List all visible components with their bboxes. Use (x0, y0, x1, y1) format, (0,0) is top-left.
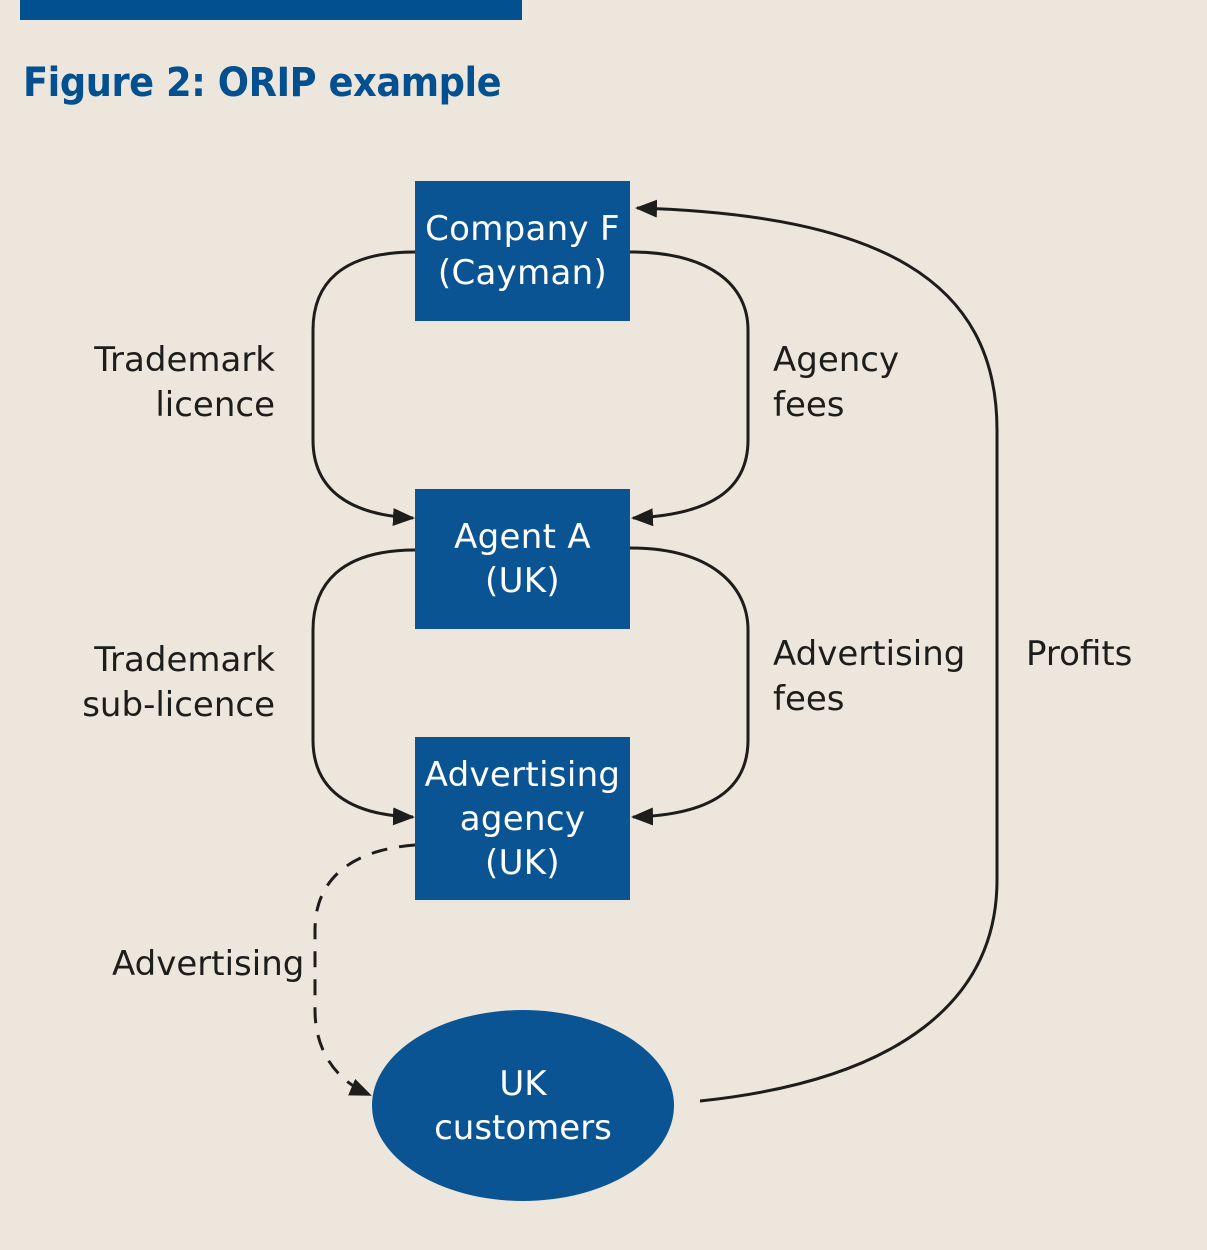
node-company-f: Company F (Cayman) (415, 181, 630, 321)
node-agent-a: Agent A (UK) (415, 489, 630, 629)
node-ad-agency-line1: Advertising (424, 754, 621, 795)
header-accent-bar (20, 0, 522, 20)
node-uk-customers-line1: UK (499, 1063, 547, 1104)
node-agent-a-jurisdiction: (UK) (485, 561, 560, 601)
figure-title: Figure 2: ORIP example (23, 60, 502, 106)
label-advertising-fees: Advertising fees (773, 632, 965, 722)
node-company-f-jurisdiction: (Cayman) (437, 253, 608, 293)
edge-advertising (313, 843, 416, 1097)
edge-trademark-sublicence (311, 548, 416, 826)
edge-advertising-fees (629, 546, 750, 826)
label-agency-fees-line2: fees (773, 385, 845, 425)
node-advertising-agency: Advertising agency (UK) (415, 737, 630, 900)
edge-trademark-licence (311, 250, 416, 527)
node-ad-agency-line2: agency (459, 798, 586, 839)
label-advertising-fees-line2: fees (773, 679, 845, 719)
label-agency-fees: Agency fees (773, 338, 899, 428)
node-uk-customers: UK customers (372, 1010, 674, 1201)
label-trademark-sublicence: Trademark sub-licence (82, 638, 275, 728)
label-trademark-sublicence-line2: sub-licence (82, 685, 275, 725)
node-uk-customers-line2: customers (434, 1107, 612, 1148)
node-ad-agency-jurisdiction: (UK) (485, 842, 560, 883)
label-advertising-line1: Advertising (112, 944, 305, 984)
edge-profits (635, 199, 999, 1103)
node-agent-a-name: Agent A (454, 517, 591, 557)
label-profits-line1: Profits (1026, 634, 1133, 674)
node-company-f-name: Company F (425, 209, 620, 249)
label-advertising-fees-line1: Advertising (773, 634, 966, 674)
label-trademark-licence-line1: Trademark (94, 340, 275, 380)
label-profits: Profits (1026, 632, 1132, 677)
label-advertising: Advertising (112, 942, 304, 987)
edge-agency-fees (629, 250, 750, 527)
label-trademark-licence-line2: licence (155, 385, 275, 425)
label-trademark-sublicence-line1: Trademark (94, 640, 275, 680)
label-trademark-licence: Trademark licence (94, 338, 275, 428)
label-agency-fees-line1: Agency (773, 340, 900, 380)
